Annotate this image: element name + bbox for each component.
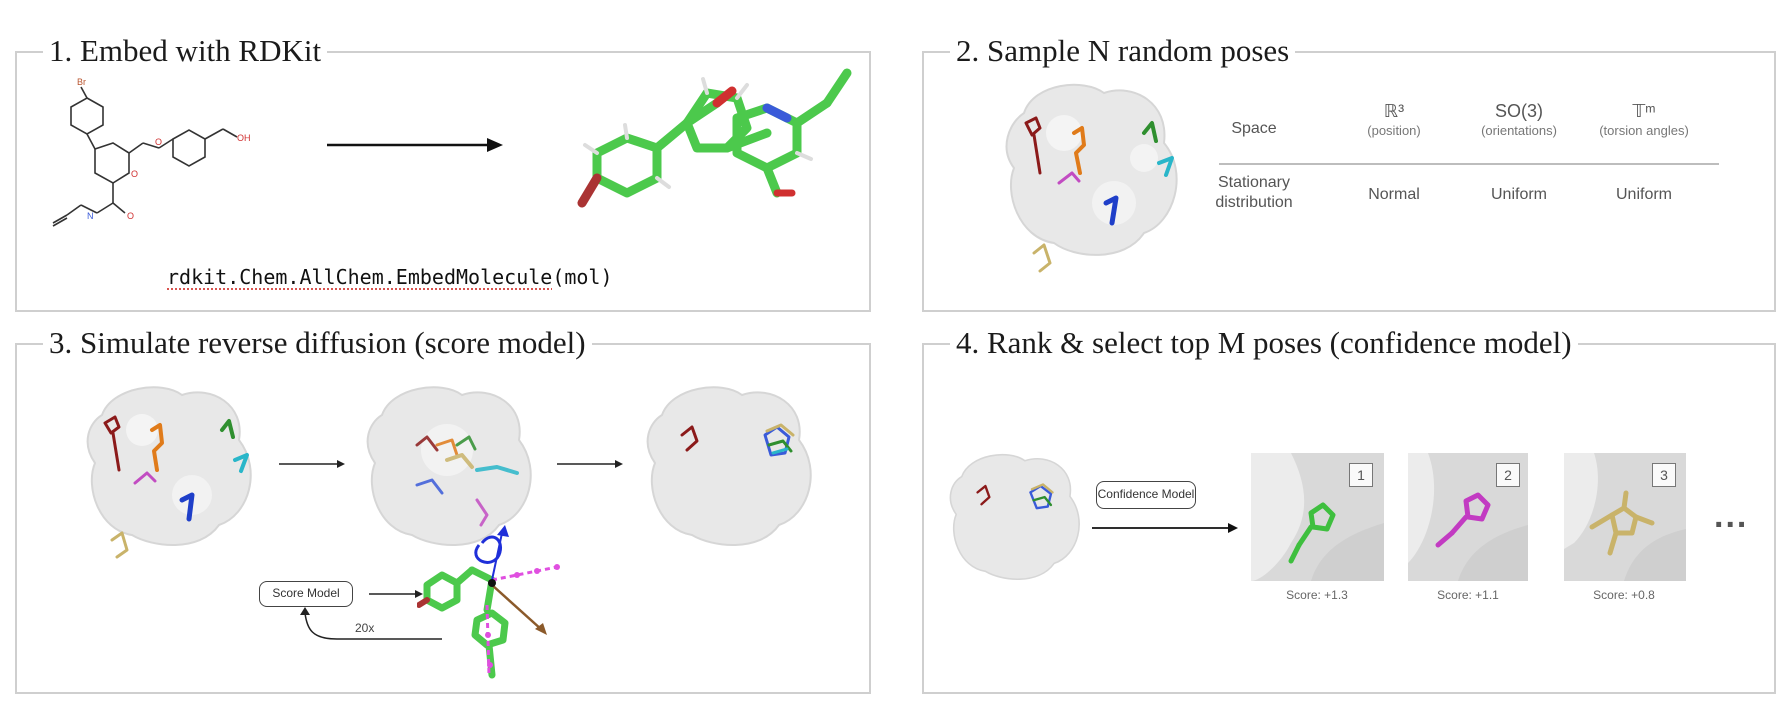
protein-random-poses <box>1005 83 1178 273</box>
loop-count-label: 20x <box>355 621 375 635</box>
panel-sample: 2. Sample N random poses Space ℝ³ (posit… <box>922 31 1776 312</box>
svg-text:O: O <box>127 211 134 221</box>
panel-diffusion: 3. Simulate reverse diffusion (score mod… <box>15 323 871 694</box>
svg-text:O: O <box>131 169 138 179</box>
confidence-arrow <box>1092 523 1238 533</box>
svg-text:N: N <box>87 211 94 221</box>
diffusion-arrow-1 <box>279 460 345 468</box>
score-label-1: Score: +1.3 <box>1286 588 1348 602</box>
score-label-2: Score: +1.1 <box>1437 588 1499 602</box>
rank-label-3: 3 <box>1652 463 1676 487</box>
score-model-arrow <box>369 590 423 598</box>
table-col-torsion: 𝕋ᵐ (torsion angles) <box>1584 101 1704 139</box>
table-dist-position: Normal <box>1368 186 1420 203</box>
embed-code-args: (mol) <box>552 265 613 289</box>
panel-title-rank: 4. Rank & select top M poses (confidence… <box>950 323 1578 363</box>
panel-rank: 4. Rank & select top M poses (confidence… <box>922 323 1776 694</box>
molecule-3d-render <box>577 68 852 208</box>
table-sub-torsion: (torsion angles) <box>1599 123 1689 138</box>
diffusion-arrow-2 <box>557 460 623 468</box>
table-dist-orientation: Uniform <box>1490 186 1547 203</box>
pose-thumbnail-1 <box>1251 453 1384 581</box>
panel-title-diffusion: 3. Simulate reverse diffusion (score mod… <box>43 323 592 363</box>
embed-code-function: rdkit.Chem.AllChem.EmbedMolecule <box>167 265 553 289</box>
table-symbol-r3: ℝ³ <box>1383 101 1405 121</box>
more-poses-ellipsis: ... <box>1714 497 1749 535</box>
embed-arrow <box>327 138 503 152</box>
protein-candidate-poses <box>949 454 1080 580</box>
protein-final-poses <box>646 386 812 547</box>
loop-arrow <box>300 607 442 640</box>
rank-label-1: 1 <box>1349 463 1373 487</box>
panel-embed: 1. Embed with RDKit Br O <box>15 31 871 312</box>
table-col-position: ℝ³ (position) <box>1334 101 1454 139</box>
confidence-model-box: Confidence Model <box>1096 481 1196 509</box>
protein-intermediate-poses <box>366 386 532 547</box>
table-dist-torsion: Uniform <box>1615 186 1672 203</box>
score-model-box: Score Model <box>259 581 353 607</box>
table-col-orientation: SO(3) (orientations) <box>1459 101 1579 139</box>
ligand-update-vectors <box>417 525 560 679</box>
table-header-stationary: Stationary distribution <box>1215 174 1293 211</box>
embed-code: rdkit.Chem.AllChem.EmbedMolecule(mol) <box>167 265 613 289</box>
table-divider <box>1219 163 1719 165</box>
table-sub-position: (position) <box>1367 123 1421 138</box>
table-symbol-so3: SO(3) <box>1494 101 1543 121</box>
svg-text:O: O <box>155 137 162 147</box>
molecule-2d-drawing: Br O O OH O N <box>52 77 251 227</box>
score-label-3: Score: +0.8 <box>1593 588 1655 602</box>
panel-title-sample: 2. Sample N random poses <box>950 31 1296 71</box>
rank-label-2: 2 <box>1496 463 1520 487</box>
svg-text:Br: Br <box>77 77 86 87</box>
table-symbol-tm: 𝕋ᵐ <box>1632 101 1656 121</box>
protein-initial-poses <box>86 386 252 559</box>
svg-text:OH: OH <box>237 133 251 143</box>
table-header-space: Space <box>1231 120 1277 137</box>
table-sub-orientation: (orientations) <box>1481 123 1557 138</box>
panel-title-embed: 1. Embed with RDKit <box>43 31 328 71</box>
